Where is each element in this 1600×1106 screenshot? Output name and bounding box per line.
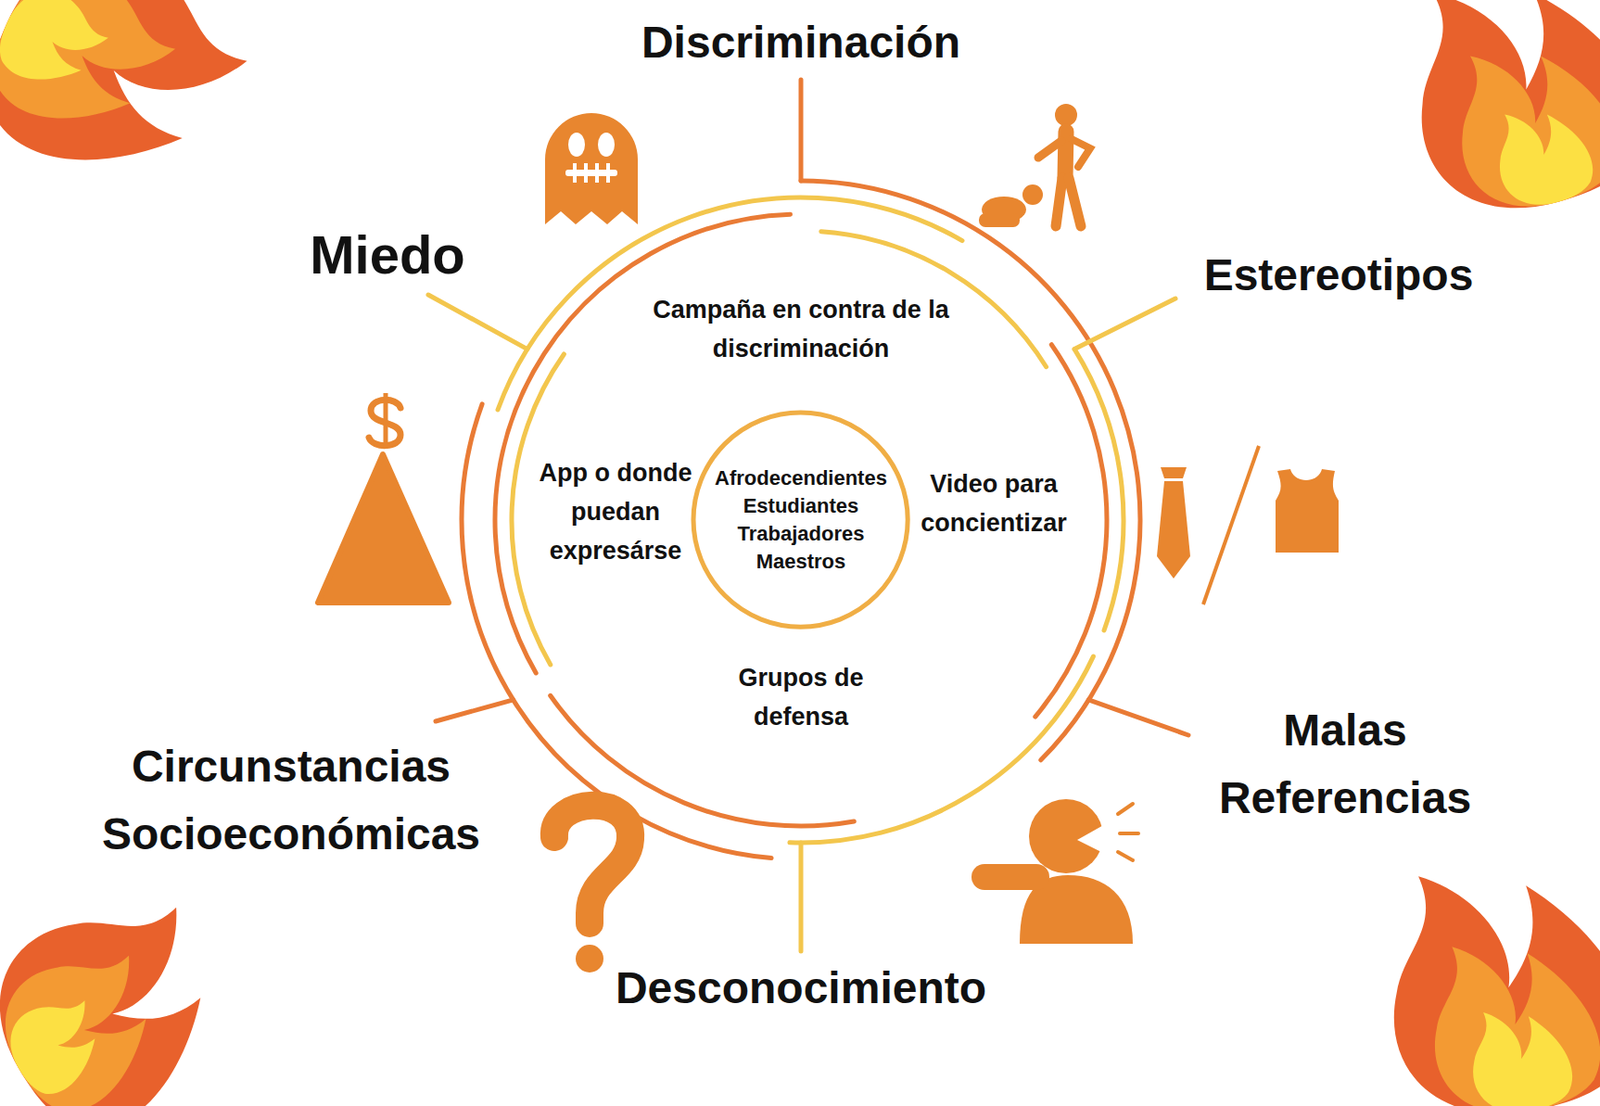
heading-label: Estereotipos [1204,249,1474,302]
spoke-line [1088,699,1189,736]
ghost-mouth [584,163,588,183]
spoke-line [428,294,528,350]
discrimination-figures [978,103,1091,228]
circle-shape [693,412,908,627]
figure-mouth [1077,823,1107,855]
flame [1387,0,1600,231]
flame-mid [0,0,190,158]
figure-leg [1055,177,1063,227]
action-label: App o donde puedan expresárse [527,453,704,571]
figure-head [1022,184,1043,205]
ghost-body [545,113,638,225]
flame-mid [1417,924,1600,1106]
ghost-mouth [595,163,599,183]
sound-line [1117,851,1133,861]
circle-outline [690,409,911,630]
money-pyramid [317,393,449,603]
spoke-line [1074,298,1176,350]
flame-outer [1369,844,1600,1106]
tie [1156,481,1191,579]
sound-line [1117,803,1133,814]
ghost-mouth [606,163,610,183]
clothes-icons [1156,445,1339,605]
ring-arcs [461,180,1141,859]
ghost-mouth [572,163,577,183]
ring-arc [511,354,564,665]
ghost-icon [545,113,638,225]
action-label: Grupos de defensa [726,658,876,737]
spokes [428,79,1189,952]
action-label: Campaña en contra de la discriminación [634,290,968,369]
sound-line [1119,831,1139,836]
flame [1369,844,1600,1106]
spoke-line [435,699,514,722]
figure-leg [1068,177,1081,227]
spoke-line [799,842,804,952]
flame-outer [1387,0,1600,231]
heading-label: Malas Referencias [1219,696,1472,832]
figure-leg [978,213,1020,228]
heading-label: Desconocimiento [615,962,987,1015]
ghost-eye [568,132,585,157]
flame-mid [1438,25,1600,223]
flame-inner [1462,999,1578,1106]
heading-label: Discriminación [641,16,961,69]
shouting-figure [971,799,1139,944]
figure-arm [1071,139,1091,167]
figure-body [1065,131,1067,178]
flame-inner [1485,95,1600,215]
dollar-sign [383,393,389,449]
heading-label: Circunstancias Socioeconómicas [101,732,481,868]
tie-knot [1160,467,1187,479]
question-mark [554,805,631,973]
question-hook [554,805,631,924]
flame-inner [0,0,117,103]
audience-circle: Afrodecendientes Estudiantes Trabajadore… [690,409,911,630]
heading-label: Miedo [309,224,466,286]
flame-outer [0,869,256,1106]
question-dot [575,944,604,973]
figure-head [1054,103,1078,127]
flame [0,0,267,216]
slash [1203,445,1259,605]
spoke-line [799,79,804,181]
audience-list: Afrodecendientes Estudiantes Trabajadore… [714,464,888,576]
flame-inner [0,984,118,1105]
figure-arm [1038,140,1062,158]
figure-arm [971,863,1050,890]
pyramid [317,454,449,603]
action-label: Video para concientizar [901,464,1087,543]
flame-outer [0,0,267,216]
flame [0,869,256,1106]
ghost-eye [597,132,615,157]
vest [1275,469,1339,553]
flame-mid [0,928,185,1106]
